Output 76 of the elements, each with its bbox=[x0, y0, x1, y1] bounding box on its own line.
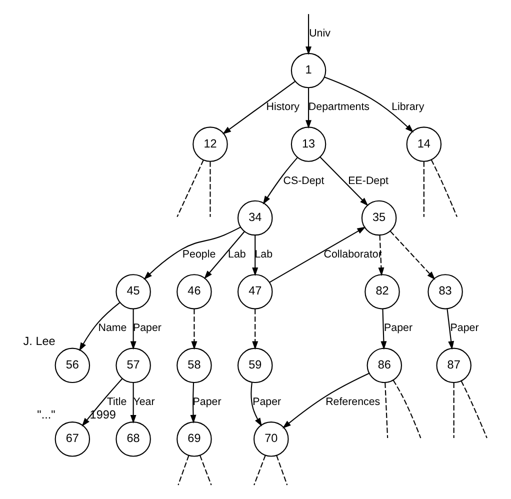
arrow bbox=[204, 231, 245, 280]
node-circle: 45 bbox=[116, 274, 151, 310]
edge-label: Collaborator bbox=[324, 248, 382, 261]
connector bbox=[392, 380, 422, 438]
node-circle: 83 bbox=[428, 274, 463, 310]
arrow bbox=[79, 302, 120, 352]
node-circle: 82 bbox=[364, 274, 400, 310]
edge-label: Paper bbox=[192, 396, 222, 408]
arrow bbox=[320, 156, 368, 206]
arrow bbox=[380, 309, 387, 350]
arrow bbox=[190, 382, 196, 424]
node-circle: 56 bbox=[54, 348, 90, 384]
connector bbox=[276, 455, 288, 486]
node-label: "..." bbox=[37, 408, 56, 422]
arrow bbox=[282, 372, 370, 428]
arrow bbox=[262, 157, 298, 204]
node-label: J. Lee bbox=[23, 334, 56, 348]
node-circle: 35 bbox=[361, 200, 397, 236]
edge-label: Library bbox=[392, 101, 424, 114]
edge-label: History bbox=[266, 101, 300, 114]
edge-label: CS-Dept bbox=[283, 174, 324, 187]
arrow bbox=[306, 88, 312, 129]
node-circle: 14 bbox=[406, 126, 442, 162]
edge-label: Title bbox=[106, 396, 127, 408]
connector bbox=[176, 160, 204, 218]
connector bbox=[423, 162, 424, 217]
arrow bbox=[378, 235, 384, 276]
arrow bbox=[130, 309, 136, 350]
edge-label: Paper bbox=[450, 322, 479, 334]
node-circle: 1 bbox=[290, 52, 326, 88]
edge-label: People bbox=[182, 248, 216, 261]
arrow bbox=[390, 230, 436, 280]
edge-label: Univ bbox=[309, 27, 330, 40]
node-circle: 67 bbox=[54, 422, 90, 457]
node-circle: 34 bbox=[237, 200, 273, 236]
node-circle: 70 bbox=[254, 422, 289, 457]
node-circle: 46 bbox=[176, 274, 212, 310]
node-circle: 59 bbox=[237, 348, 273, 384]
connector bbox=[460, 380, 488, 438]
edge-label: Lab bbox=[228, 248, 246, 261]
edge-label: Name bbox=[98, 322, 127, 334]
arrow bbox=[252, 309, 258, 350]
node-circle: 47 bbox=[237, 274, 273, 310]
node-circle: 68 bbox=[116, 422, 151, 457]
node-circle: 58 bbox=[176, 348, 212, 384]
node-circle: 86 bbox=[366, 348, 402, 384]
connector bbox=[430, 160, 458, 218]
arrow bbox=[191, 309, 198, 350]
arrow bbox=[306, 14, 312, 55]
edge-label: EE-Dept bbox=[348, 174, 389, 187]
arrow bbox=[324, 76, 414, 133]
node-circle: 13 bbox=[290, 126, 326, 162]
arrow bbox=[250, 382, 262, 426]
edge-label: References bbox=[326, 396, 380, 408]
connector bbox=[384, 382, 388, 438]
connector bbox=[200, 455, 212, 486]
node-circle: 87 bbox=[436, 348, 472, 384]
arrow bbox=[252, 235, 258, 276]
connector bbox=[210, 162, 211, 217]
arrow bbox=[144, 226, 241, 280]
node-circle: 69 bbox=[176, 422, 212, 457]
edge-label: Departments bbox=[308, 101, 370, 114]
connector bbox=[254, 455, 266, 486]
arrow bbox=[270, 226, 366, 283]
node-circle: 57 bbox=[116, 348, 151, 384]
node-circle: 12 bbox=[192, 126, 228, 162]
arrow bbox=[130, 382, 136, 424]
arrow bbox=[222, 81, 296, 134]
connector bbox=[178, 455, 190, 486]
edge-label: Paper bbox=[384, 322, 413, 334]
arrow bbox=[446, 308, 454, 350]
arrow bbox=[82, 378, 123, 426]
connector bbox=[453, 382, 454, 438]
edge-label: Lab bbox=[254, 248, 273, 261]
edge-label: Paper bbox=[252, 396, 282, 408]
node-label: 1999 bbox=[90, 408, 116, 422]
